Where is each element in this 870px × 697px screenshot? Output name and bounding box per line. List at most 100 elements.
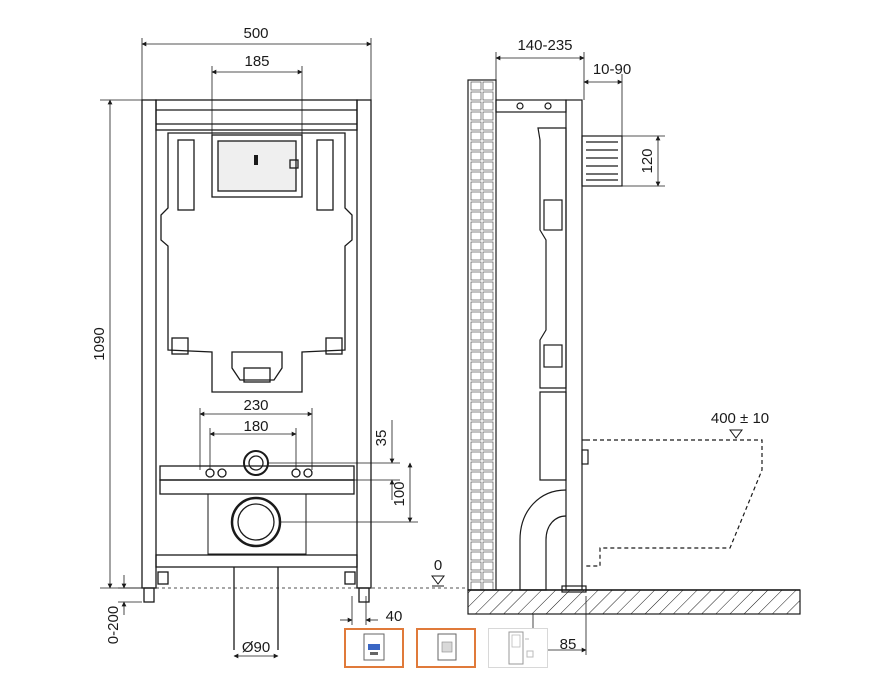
brick [482, 271, 494, 281]
brick [482, 421, 494, 431]
brick [482, 541, 494, 551]
brick [482, 471, 494, 481]
brick [470, 311, 482, 321]
brick [482, 91, 494, 101]
brick [482, 441, 494, 451]
brick [470, 171, 482, 181]
brick [482, 531, 494, 541]
brick [470, 331, 482, 341]
brick [470, 111, 482, 121]
side-view [467, 79, 801, 615]
frame-right-post [356, 99, 372, 589]
foot-left [143, 587, 155, 603]
foot-right [358, 587, 370, 603]
brick [482, 321, 494, 331]
brick [482, 221, 494, 231]
brick [470, 471, 482, 481]
brick [482, 111, 494, 121]
brick [482, 551, 494, 561]
brick [482, 401, 494, 411]
floor-level-label: 0 [434, 557, 442, 574]
brick [470, 481, 482, 491]
dim-cover-range: 10-90 [593, 61, 631, 78]
brick [482, 101, 494, 111]
brick [482, 141, 494, 151]
brick [482, 361, 494, 371]
brick [470, 371, 482, 381]
brick [470, 461, 482, 471]
brick [470, 441, 482, 451]
dim-inlet-offset: 35 [373, 430, 390, 447]
brick [470, 181, 482, 191]
brick [482, 571, 494, 581]
brick [470, 561, 482, 571]
brick [482, 511, 494, 521]
brick [482, 291, 494, 301]
brick [470, 151, 482, 161]
mounting-rail [159, 465, 355, 481]
brick [470, 91, 482, 101]
brick [470, 241, 482, 251]
brick [482, 201, 494, 211]
brick [470, 271, 482, 281]
brick [482, 131, 494, 141]
brick [482, 391, 494, 401]
brick [470, 281, 482, 291]
brick [470, 531, 482, 541]
brick-pattern [470, 81, 494, 591]
brick [482, 281, 494, 291]
brick [470, 411, 482, 421]
brick [470, 321, 482, 331]
side-cistern [537, 127, 567, 389]
dim-width: 500 [243, 25, 268, 42]
brick [470, 121, 482, 131]
dim-height: 1090 [91, 327, 108, 360]
frame-left-post [141, 99, 157, 589]
brick [482, 151, 494, 161]
dim-drain-position: 85 [560, 636, 577, 653]
front-dimensions [100, 38, 468, 659]
brick [482, 561, 494, 571]
brick [470, 381, 482, 391]
brick [482, 351, 494, 361]
brick [470, 261, 482, 271]
flush-button-box [581, 135, 623, 187]
front-view [141, 99, 372, 650]
brick [470, 141, 482, 151]
flush-plate-thumbnail-2[interactable] [416, 628, 476, 668]
brick [482, 301, 494, 311]
brick [482, 121, 494, 131]
dim-leg-adjust: 0-200 [105, 606, 122, 644]
brick [470, 431, 482, 441]
frame-top-beam [155, 99, 358, 131]
brick [470, 341, 482, 351]
dim-drain-offset: 100 [391, 481, 408, 506]
flush-housing [211, 134, 303, 198]
brick [470, 221, 482, 231]
brick [482, 251, 494, 261]
brick [470, 501, 482, 511]
brick [470, 401, 482, 411]
bowl-level-marker [729, 429, 743, 439]
brick [482, 81, 494, 91]
brick [482, 331, 494, 341]
brick [470, 201, 482, 211]
brick [482, 521, 494, 531]
dim-bowl-height: 400 ± 10 [711, 410, 769, 427]
brick [470, 291, 482, 301]
frame-thumbnail[interactable] [488, 628, 548, 668]
brick [470, 251, 482, 261]
toilet-bowl-outline [586, 439, 763, 567]
brick-wall [467, 79, 497, 591]
thumbnail-strip [344, 628, 548, 670]
brick [470, 301, 482, 311]
dim-rod-spacing: 230 [243, 397, 268, 414]
brick [482, 261, 494, 271]
flush-plate-thumbnail[interactable] [344, 628, 404, 668]
brick [470, 581, 482, 591]
brick [482, 411, 494, 421]
brick [470, 211, 482, 221]
brick [470, 551, 482, 561]
brick [482, 581, 494, 591]
